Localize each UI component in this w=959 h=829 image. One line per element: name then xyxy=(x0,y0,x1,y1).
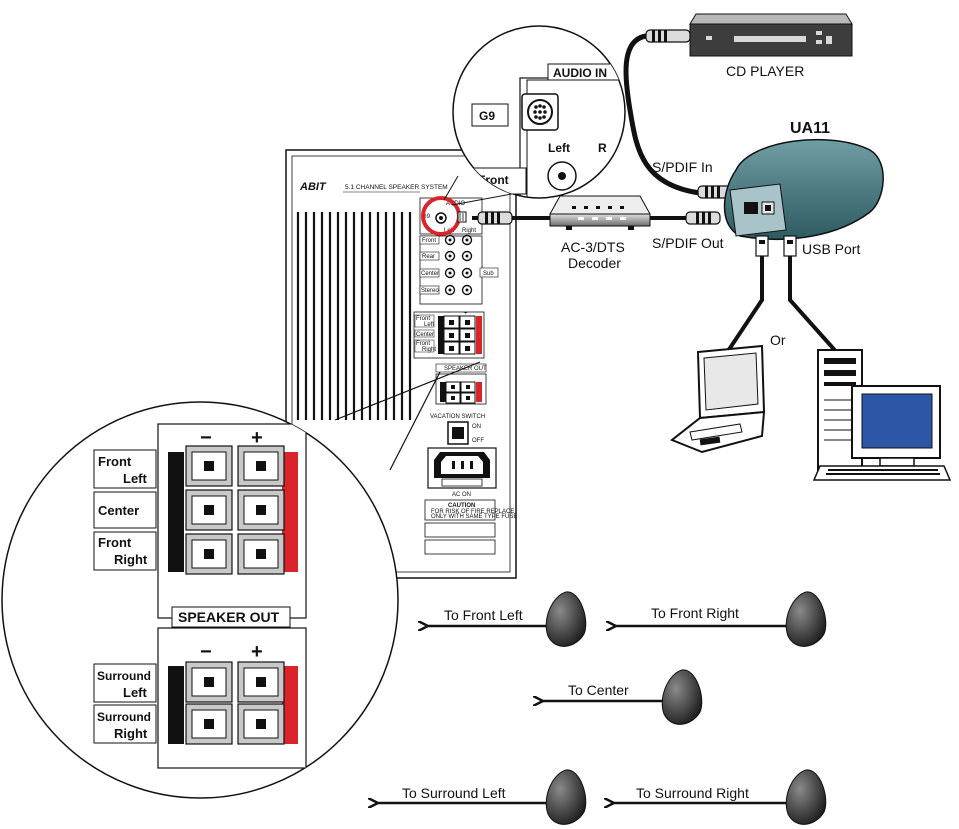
usb-port-label: USB Port xyxy=(802,241,860,257)
spdif-in-label: S/PDIF In xyxy=(652,159,713,175)
ua11-device xyxy=(723,138,884,241)
switch-off-label: OFF xyxy=(472,438,484,444)
zoom-surround-left-2: Left xyxy=(123,685,148,700)
laptop-icon xyxy=(670,344,766,454)
vacation-switch-label: VACATION SWITCH xyxy=(430,414,485,420)
label-to-surround-left: To Surround Left xyxy=(402,785,506,801)
zoom-surround-right-1: Surround xyxy=(97,710,151,724)
small-minus: − xyxy=(447,310,451,316)
desktop-pc-icon xyxy=(812,349,952,481)
caution-text-1: FOR RISK OF FIRE REPLACE xyxy=(431,509,514,515)
ac-on-label: AC ON xyxy=(452,492,471,498)
or-label: Or xyxy=(770,332,786,348)
caution-text-2: ONLY WITH SAME TYPE FUSE xyxy=(431,514,517,520)
jack-label-rear: Rear xyxy=(422,254,435,260)
zoom-front-right-1: Front xyxy=(98,535,132,550)
small-plus: + xyxy=(464,311,468,317)
zoom-front-right-2: Right xyxy=(114,552,148,567)
speaker-front-right-icon xyxy=(785,591,827,647)
zoom-speaker-out: SPEAKER OUT xyxy=(178,609,280,625)
jack-label-stereo: Stereo xyxy=(421,288,439,294)
small-front-right-1: Front xyxy=(416,341,430,347)
g9-label-small: G9 xyxy=(422,214,431,220)
label-to-front-left: To Front Left xyxy=(444,607,523,623)
small-center: Center xyxy=(416,332,434,338)
speaker-terminal-zoom: − + Front Left Cen xyxy=(1,401,399,799)
switch-on-label: ON xyxy=(472,424,481,430)
small-front-left-1: Front xyxy=(416,316,430,322)
small-speaker-out: SPEAKER OUT xyxy=(444,366,487,372)
label-to-center: To Center xyxy=(568,682,629,698)
vent-slots xyxy=(296,212,412,420)
speaker-center-icon xyxy=(661,669,703,725)
ac3-dts-decoder xyxy=(549,195,651,230)
zoom-front-left-1: Front xyxy=(98,454,132,469)
decoder-label-line2: Decoder xyxy=(568,255,621,271)
brand-logo: ABIT xyxy=(299,181,327,193)
cd-player-label: CD PLAYER xyxy=(726,63,804,79)
spdif-in-cable xyxy=(623,29,733,199)
zoom-plus-top: + xyxy=(251,427,263,449)
zoom-minus-top: − xyxy=(200,427,212,449)
small-speaker-terminals: − + Front Left Center Front Right xyxy=(413,310,487,405)
decoder-label-line1: AC-3/DTS xyxy=(561,239,625,255)
zoom-plus-bottom: + xyxy=(251,641,263,663)
label-to-front-right: To Front Right xyxy=(651,605,739,621)
zoom-front-left-2: Left xyxy=(123,471,148,486)
speaker-surround-left-icon xyxy=(545,769,587,825)
zoom-surround-left-1: Surround xyxy=(97,669,151,683)
jack-label-front: Front xyxy=(422,238,436,244)
g9-label: G9 xyxy=(479,109,495,123)
zoom-minus-bottom: − xyxy=(200,641,212,663)
zoom-center: Center xyxy=(98,503,139,518)
speaker-front-left-icon xyxy=(545,591,587,647)
usb-cables xyxy=(720,235,842,362)
zoom-surround-right-2: Right xyxy=(114,726,148,741)
cd-player xyxy=(689,13,853,57)
spdif-out-cable xyxy=(472,211,721,225)
label-to-surround-right: To Surround Right xyxy=(636,785,749,801)
jack-label-sub: Sub xyxy=(483,271,494,277)
speaker-outputs xyxy=(376,626,800,803)
ac-inlet xyxy=(427,447,497,489)
audio-in-label: AUDIO IN xyxy=(553,66,607,80)
spdif-out-label: S/PDIF Out xyxy=(652,235,724,251)
speaker-icons xyxy=(545,591,827,825)
right-label-small: Right xyxy=(462,228,476,234)
panel-title: 5.1 CHANNEL SPEAKER SYSTEM xyxy=(345,184,448,191)
caution-label: CAUTION xyxy=(448,503,475,509)
left-label: Left xyxy=(548,141,570,155)
speaker-surround-right-icon xyxy=(785,769,827,825)
jack-label-center: Center xyxy=(421,271,439,277)
ua11-label: UA11 xyxy=(790,120,830,137)
small-front-right-2: Right xyxy=(422,347,436,353)
r-label: R xyxy=(598,141,607,155)
small-front-left-2: Left xyxy=(424,322,434,328)
